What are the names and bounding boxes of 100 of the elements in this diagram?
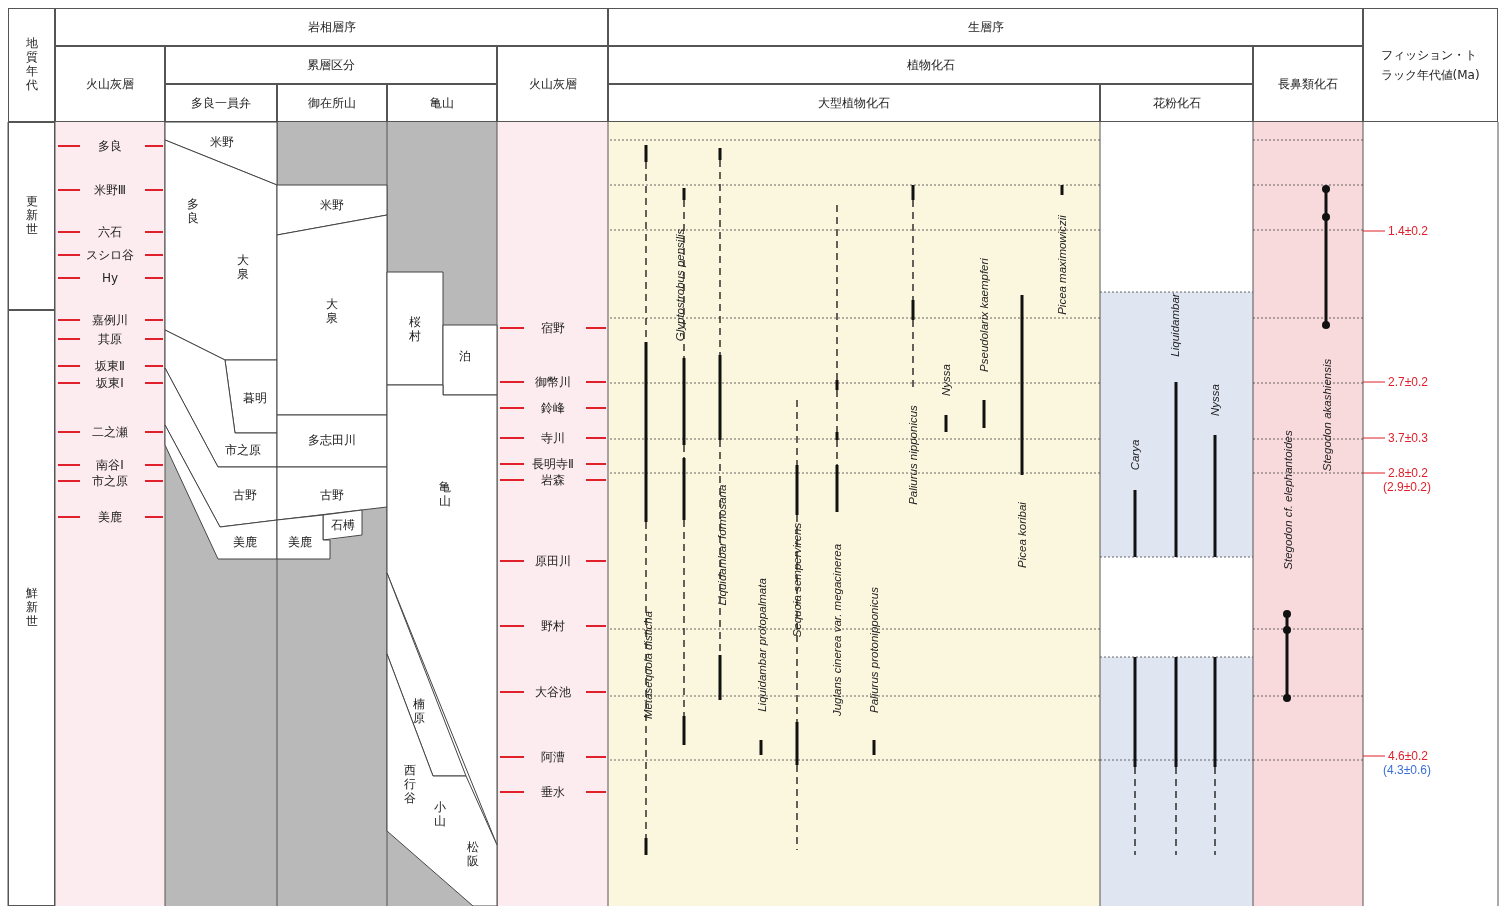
epoch-cell [8, 122, 55, 310]
tephra-label: 坂東Ⅰ [96, 374, 124, 392]
formation-label: 多良 [186, 198, 200, 226]
taxon-label: Pseudolarix kaempferi [978, 258, 990, 372]
formation-label: 大泉 [236, 254, 250, 282]
header-cell [608, 84, 1100, 122]
header-cell [1100, 84, 1253, 122]
header-text: 岩相層序 [307, 18, 356, 36]
tephra-label: 鈴峰 [541, 399, 565, 417]
formation-label: 泊 [459, 347, 471, 365]
epoch-label: 更新世 [25, 195, 38, 237]
formation-label: 古野 [233, 486, 257, 504]
formation-label: 市之原 [225, 441, 261, 459]
taxon-label: Picea koribai [1016, 502, 1028, 568]
header-text: 火山灰層 [528, 75, 577, 93]
header-text: 多良一員弁 [191, 94, 251, 112]
tephra-label: 其原 [98, 330, 122, 348]
formation-label: 米野 [210, 133, 234, 151]
header-text: 累層区分 [307, 56, 355, 74]
header-cell [277, 84, 387, 122]
age-value: (4.3±0.6) [1383, 763, 1431, 777]
tephra-label: 御幣川 [535, 373, 571, 391]
header-cell [1253, 46, 1363, 122]
header-text: 生層序 [967, 18, 1004, 36]
tephra-label: 嘉例川 [92, 311, 128, 329]
header-text: フィッション・トラック年代値(Ma) [1380, 46, 1481, 84]
age-value: 4.6±0.2 [1388, 749, 1428, 763]
header-cell [608, 46, 1253, 84]
formation-label: 米野 [320, 196, 344, 214]
tephra-label: スシロ谷 [86, 246, 134, 264]
taxon-label: Nyssa [1209, 384, 1221, 416]
taxon-label: Glyptostrobus pensilis [674, 228, 686, 342]
taxon-label: Liquidambar [1169, 293, 1181, 357]
header-text: 植物化石 [906, 56, 955, 74]
tephra-label: 坂東Ⅱ [95, 357, 125, 375]
formation-label: 石榑 [331, 516, 355, 534]
taxon-label: Picea maximowiczii [1056, 215, 1068, 315]
formation-label: 古野 [320, 486, 344, 504]
header-text: 御在所山 [308, 94, 356, 112]
tephra-label: 宿野 [541, 319, 565, 337]
formation-label: 美鹿 [233, 533, 257, 551]
formation-label: 美鹿 [288, 533, 312, 551]
taxon-label: Stegodon cf. elephantoides [1282, 430, 1294, 570]
taxon-label: Stegodon akashiensis [1321, 358, 1333, 472]
formation-label: 大泉 [325, 298, 339, 326]
formation-label: 暮明 [243, 389, 267, 407]
tephra-label: 長明寺Ⅱ [532, 455, 574, 473]
formation-label: 松阪 [466, 841, 480, 869]
tephra-label: 米野Ⅲ [93, 181, 127, 199]
header-text: 地質年代 [25, 37, 38, 93]
formation-label: 多志田川 [308, 431, 356, 449]
age-value: 2.7±0.2 [1388, 375, 1428, 389]
tephra-label: 美鹿 [98, 508, 122, 526]
epoch-cell [8, 310, 55, 906]
header-text: 亀山 [430, 94, 454, 112]
header-cell [1363, 8, 1498, 122]
taxon-label: Liquidambar formosana [716, 484, 728, 606]
age-value: 3.7±0.3 [1388, 431, 1428, 445]
tephra-label: 南谷Ⅰ [96, 456, 124, 474]
header-cell [497, 46, 608, 122]
header-cell [165, 84, 277, 122]
taxon-label: Juglans cinerea var. megacinerea [831, 543, 843, 717]
header-cell [55, 46, 165, 122]
header-text: 花粉化石 [1152, 94, 1201, 112]
age-value: 2.8±0.2 [1388, 466, 1428, 480]
taxon-label: Metasequoia disticha [642, 611, 654, 719]
epoch-label: 鮮新世 [25, 587, 38, 629]
tephra-label: 多良 [98, 137, 122, 155]
header-cell [387, 84, 497, 122]
tephra-label: 市之原 [92, 472, 128, 490]
tephra-label: 垂水 [541, 783, 565, 801]
tephra-label: 阿漕 [541, 748, 565, 766]
header-text: 火山灰層 [86, 75, 134, 93]
header-text: 大型植物化石 [818, 94, 890, 112]
taxon-label: Nyssa [940, 364, 952, 396]
formation-label: 桜村 [408, 316, 422, 344]
tephra-label: 岩森 [541, 471, 565, 489]
taxon-label: Carya [1129, 439, 1141, 471]
taxon-label: Liquidambar protopalmata [756, 578, 768, 712]
tephra-label: Hy [101, 271, 119, 285]
age-value: 1.4±0.2 [1388, 224, 1428, 238]
formation-label: 小山 [433, 801, 447, 829]
age-value: (2.9±0.2) [1383, 480, 1431, 494]
header-cell [608, 8, 1363, 46]
tephra-label: 二之瀬 [92, 423, 128, 441]
taxon-label: Sequoia sempervirens [791, 522, 803, 638]
taxon-label: Paliurus nipponicus [907, 405, 919, 505]
tephra-label: 六石 [98, 223, 122, 241]
tephra-label: 野村 [541, 617, 565, 635]
header-cell [55, 8, 608, 46]
tephra-label: 原田川 [535, 552, 571, 570]
tephra-label: 寺川 [541, 429, 565, 447]
header-cell [8, 8, 55, 122]
formation-label: 西行谷 [403, 764, 417, 806]
header-text: 長鼻類化石 [1278, 75, 1338, 93]
taxon-label: Paliurus protonipponicus [868, 587, 880, 713]
formation-label: 楠原 [412, 698, 426, 726]
header-cell [165, 46, 497, 84]
formation-label: 亀山 [438, 481, 452, 509]
tephra-label: 大谷池 [535, 683, 571, 701]
